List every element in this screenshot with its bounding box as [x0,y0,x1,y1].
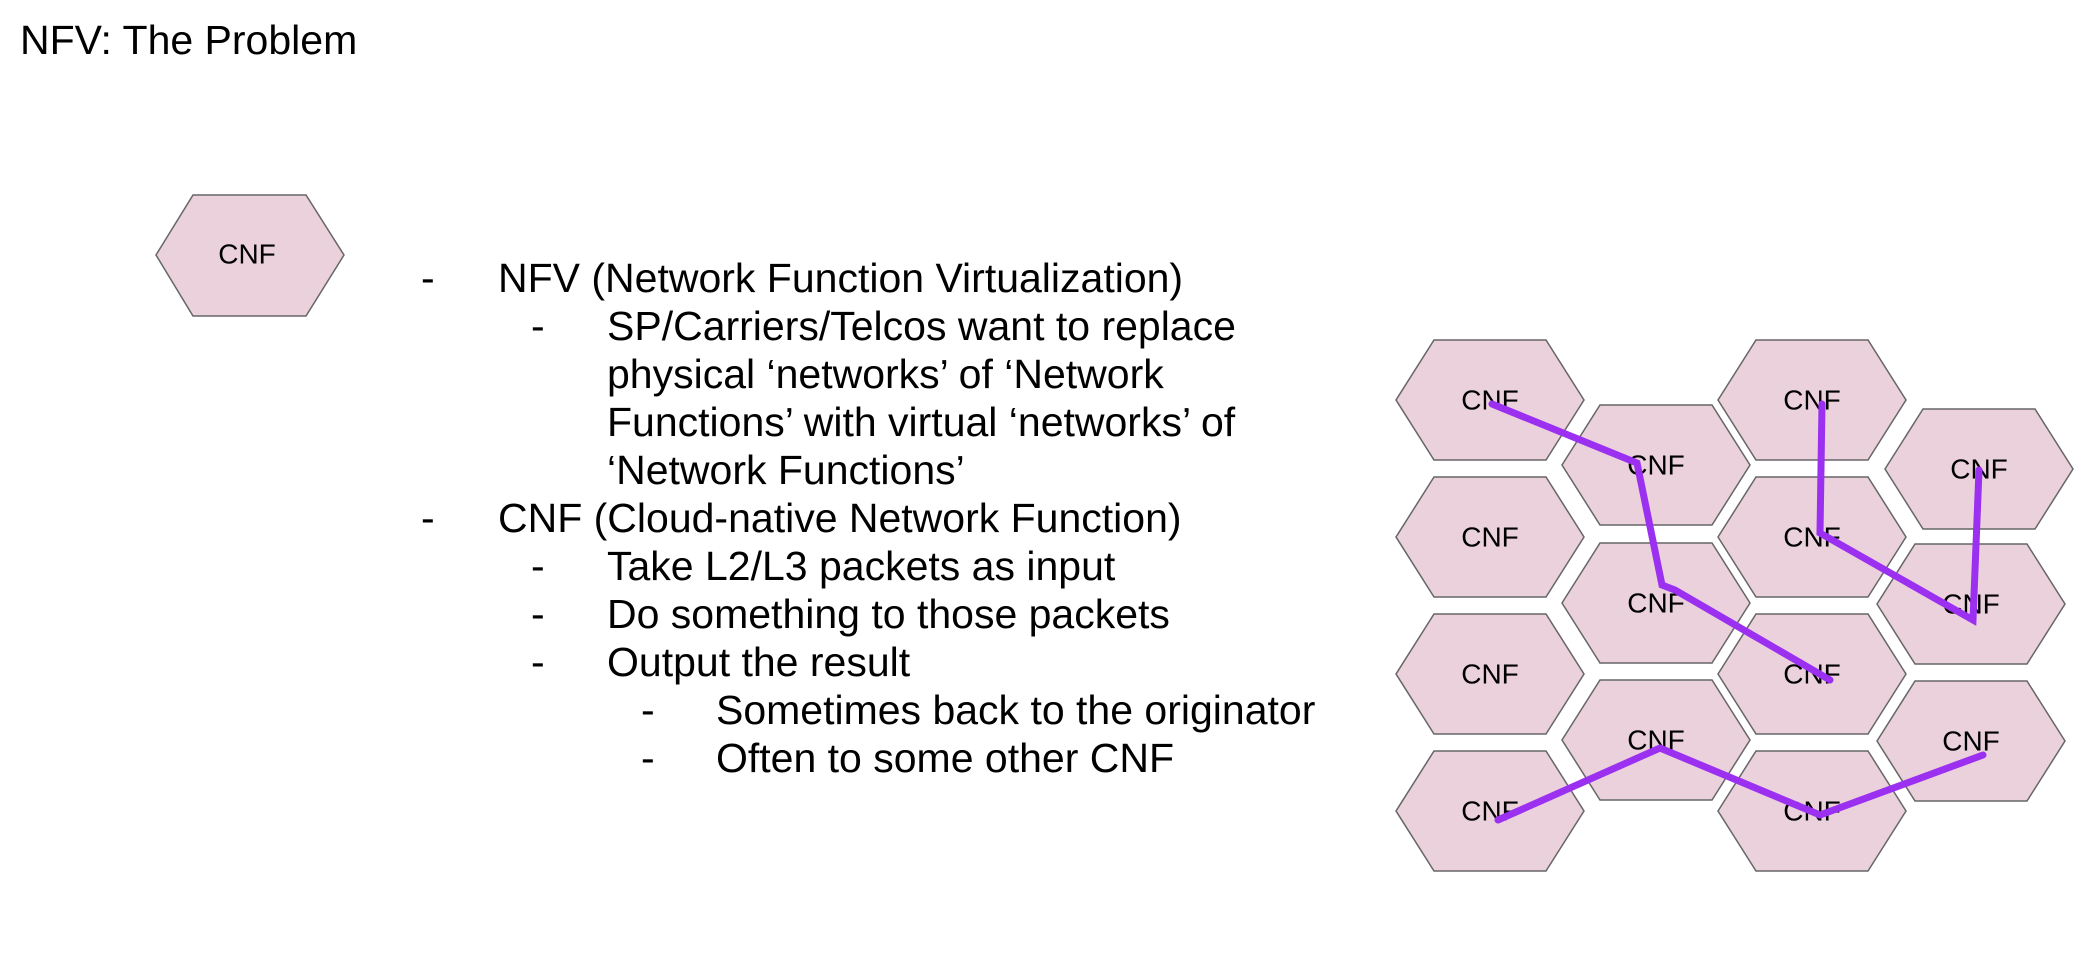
bullet-text: ‘Network Functions’ [607,447,965,493]
cnf-hexagon [1717,476,1907,598]
bullet-text: Often to some other CNF [716,735,1175,781]
cnf-hexagon [1561,542,1751,664]
cnf-label: CNF [1783,384,1841,415]
cnf-node: CNF [1717,339,1907,461]
bullet-item: - Take L2/L3 packets as input [0,542,1400,590]
bullet-list: -NFV (Network Function Virtualization)-S… [0,254,1400,782]
legend-hexagon: CNF [155,194,345,317]
bullet-text: physical ‘networks’ of ‘Network [607,351,1164,397]
cnf-label: CNF [1461,795,1519,826]
cnf-hexagon [1561,404,1751,526]
bullet-text: Sometimes back to the originator [716,687,1316,733]
cnf-hexagon [1876,680,2066,802]
bullet-text: NFV (Network Function Virtualization) [498,255,1184,301]
bullet-item: - Output the result [0,638,1400,686]
cnf-label: CNF [1942,725,2000,756]
cnf-node: CNF [1395,750,1585,872]
cnf-node: CNF [1395,613,1585,735]
cnf-link-path [1816,400,1983,626]
bullet-item: - Do something to those packets [0,590,1400,638]
cnf-label: CNF [1783,658,1841,689]
bullet-marker: - [421,495,435,541]
bullet-item: Functions’ with virtual ‘networks’ of [0,398,1400,446]
cnf-node: CNF [1395,476,1585,598]
bullet-marker: - [421,255,435,301]
bullet-item: - CNF (Cloud-native Network Function) [0,494,1400,542]
cnf-hexagon [1395,750,1585,872]
cnf-label: CNF [1461,658,1519,689]
bullet-marker: - [641,735,655,781]
bullet-item: ‘Network Functions’ [0,446,1400,494]
cnf-hexagon [1395,613,1585,735]
cnf-link-path [1488,400,1834,684]
bullet-text: Output the result [607,639,911,685]
bullet-text: Take L2/L3 packets as input [607,543,1116,589]
bullet-item: - NFV (Network Function Virtualization) [0,254,1400,302]
bullet-item: - Often to some other CNF [0,734,1400,782]
bullet-text: CNF (Cloud-native Network Function) [498,495,1182,541]
cnf-link-path [1494,744,1987,824]
bullet-marker: - [531,543,545,589]
bullet-item: - Sometimes back to the originator [0,686,1400,734]
bullet-marker: - [531,639,545,685]
legend-hexagon-label: CNF [218,238,276,269]
cnf-node: CNF [1717,476,1907,598]
legend-hexagon-shape [155,194,345,317]
bullet-marker: - [531,591,545,637]
cnf-label: CNF [1461,521,1519,552]
bullet-text: SP/Carriers/Telcos want to replace [607,303,1236,349]
cnf-node: CNF [1395,339,1585,461]
cnf-node: CNF [1561,404,1751,526]
cnf-links [1488,400,1987,824]
cnf-node: CNF [1561,542,1751,664]
bullet-marker: - [531,303,545,349]
cnf-hexagon [1395,339,1585,461]
cnf-hexagon [1395,476,1585,598]
bullet-item: - SP/Carriers/Telcos want to replace [0,302,1400,350]
bullet-text: Do something to those packets [607,591,1170,637]
cnf-hexagon [1717,339,1907,461]
bullet-marker: - [641,687,655,733]
cnf-node: CNF [1876,680,2066,802]
bullet-item: physical ‘networks’ of ‘Network [0,350,1400,398]
slide-title: NFV: The Problem [20,17,358,63]
bullet-text: Functions’ with virtual ‘networks’ of [607,399,1236,445]
